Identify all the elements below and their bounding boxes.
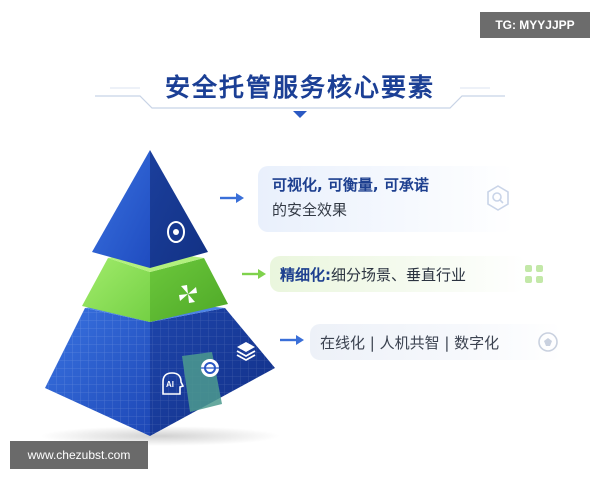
ai-label: AI [166,380,174,389]
chevron-down-icon [293,111,307,118]
tier-middle-text: 精细化:细分场景、垂直行业 [280,264,466,285]
arrow-icon [242,269,266,279]
search-shield-icon [487,185,509,211]
tier-top-card [258,166,514,232]
watermark: www.chezubst.com [10,441,148,469]
page-title: 安全托管服务核心要素 [164,73,435,102]
title-frame [95,87,505,118]
pyramid-tier-top [92,150,208,268]
tier-top-subtitle: 的安全效果 [272,201,348,219]
globe-icon [201,359,219,377]
arrow-icon [220,193,244,203]
title-banner: 安全托管服务核心要素 [0,60,600,130]
shield-icon [167,221,185,243]
tier-middle-card [270,256,526,292]
tier-bottom-text: 在线化 | 人机共智 | 数字化 [320,334,500,352]
tier-middle-desc: 细分场景、垂直行业 [331,266,467,284]
tier-middle-label: 精细化: [280,266,331,284]
tier-top-title: 可视化, 可衡量, 可承诺 [272,176,429,194]
corner-badge: TG: MYYJJPP [480,12,590,38]
ai-head-icon: AI [162,372,185,395]
tier-bottom-card [310,324,562,360]
grid-dots-icon [525,265,543,283]
arrow-icon [280,335,304,345]
layers-icon [236,342,256,362]
soccer-ball-icon [538,332,558,352]
